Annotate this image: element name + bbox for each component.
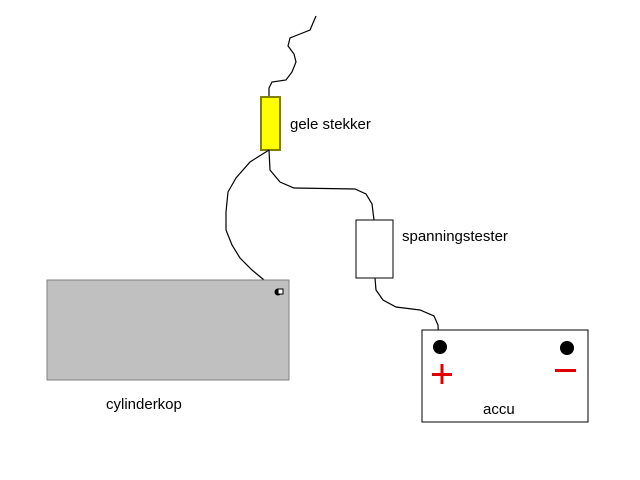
voltage-tester-label: spanningstester — [402, 228, 508, 245]
wire-to-cylinder-head — [225, 149, 278, 293]
wire-to-battery-positive — [374, 277, 440, 347]
cylinder-head — [46, 279, 290, 381]
battery-positive-terminal — [433, 340, 447, 354]
wire-incoming — [268, 15, 317, 97]
voltage-tester — [355, 219, 394, 279]
cylinder-head-label: cylinderkop — [106, 396, 182, 413]
yellow-plug — [260, 96, 281, 151]
battery-negative-terminal — [560, 341, 574, 355]
wire-to-voltage-tester — [268, 149, 375, 221]
cylinder-head-connector — [274, 288, 284, 296]
battery-label: accu — [483, 401, 515, 418]
yellow-plug-label: gele stekker — [290, 116, 371, 133]
minus-sign-icon — [555, 369, 576, 372]
plus-sign-icon — [432, 364, 452, 384]
